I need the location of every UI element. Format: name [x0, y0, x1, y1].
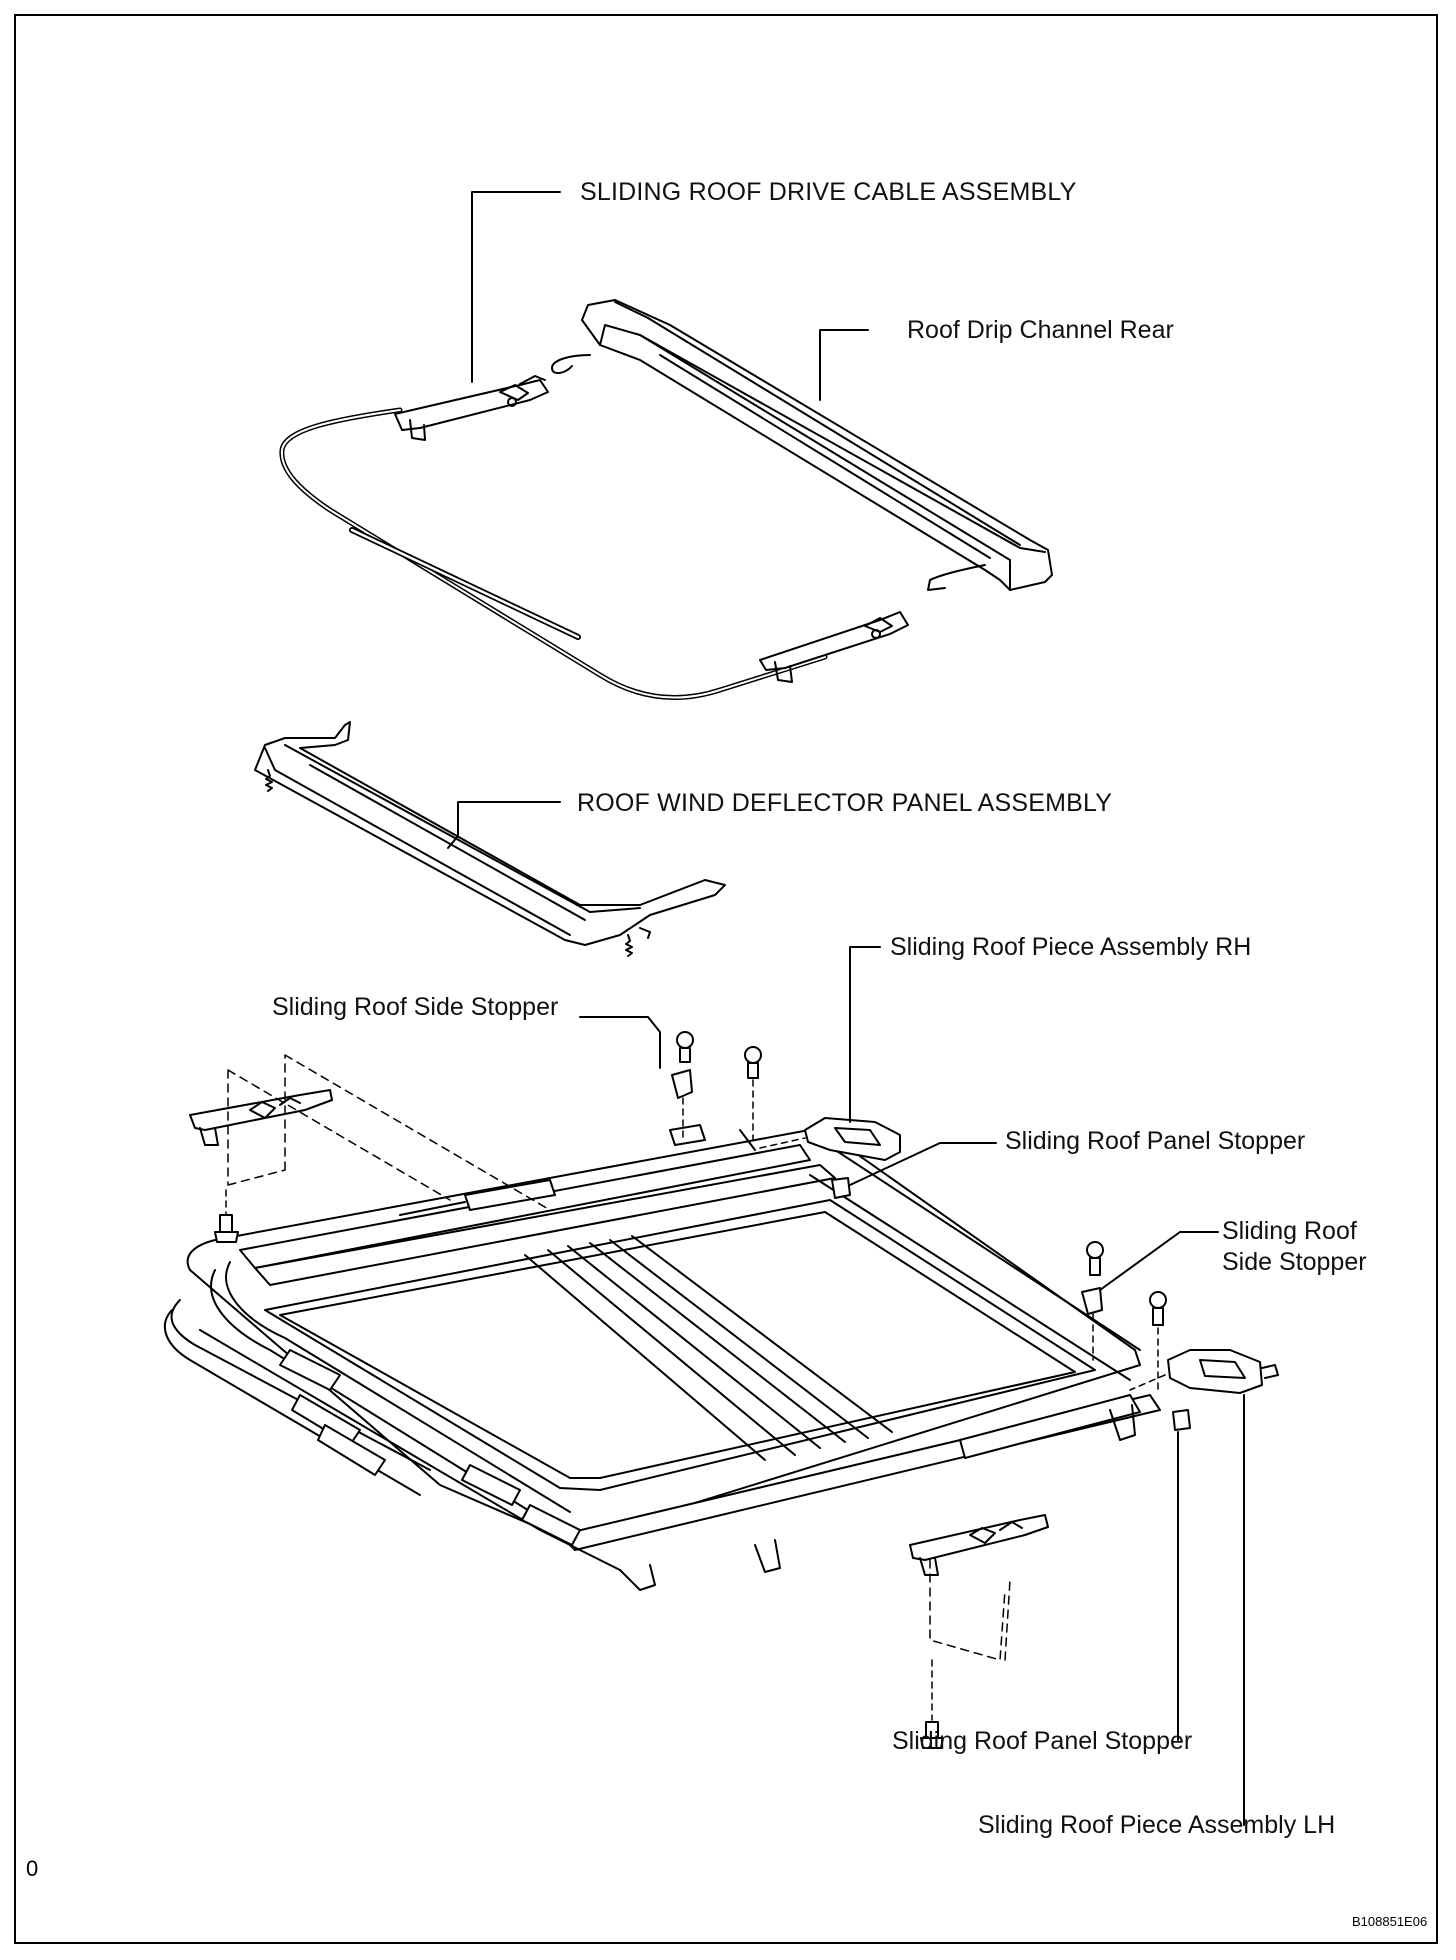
label-panel-stopper-lower: Sliding Roof Panel Stopper	[892, 1727, 1193, 1755]
drip-channel-rear	[551, 299, 1053, 591]
label-piece-assembly-lh: Sliding Roof Piece Assembly LH	[978, 1811, 1336, 1839]
label-drive-cable-assembly: SLIDING ROOF DRIVE CABLE ASSEMBLY	[580, 178, 1077, 206]
corner-mark: 0	[26, 1856, 39, 1881]
sliding-roof-frame	[163, 1124, 1161, 1591]
label-panel-stopper-upper: Sliding Roof Panel Stopper	[1005, 1127, 1306, 1155]
label-wind-deflector-panel: ROOF WIND DEFLECTOR PANEL ASSEMBLY	[577, 789, 1113, 817]
label-side-stopper-left: Sliding Roof Side Stopper	[272, 993, 559, 1021]
label-side-stopper-right: Sliding Roof Side Stopper	[1222, 1217, 1367, 1276]
figure-code: B108851E06	[1352, 1914, 1428, 1929]
cable-bracket-upper	[394, 375, 549, 441]
piece-assembly-lh	[1129, 1349, 1279, 1431]
left-rear-bracket	[189, 1054, 551, 1243]
top-stopper-bolts	[671, 1031, 762, 1141]
right-stopper-bolts	[1081, 1241, 1167, 1391]
label-drip-channel-rear: Roof Drip Channel Rear	[907, 316, 1174, 344]
cable-bracket-lower	[759, 611, 909, 683]
diagram-frame	[14, 14, 1438, 1944]
leader-lines	[447, 191, 1245, 1826]
label-piece-assembly-rh: Sliding Roof Piece Assembly RH	[890, 933, 1252, 961]
front-bracket	[909, 1514, 1049, 1749]
wind-deflector-panel	[254, 721, 726, 957]
drive-cable-assembly	[279, 375, 909, 700]
piece-assembly-rh	[759, 1117, 901, 1199]
